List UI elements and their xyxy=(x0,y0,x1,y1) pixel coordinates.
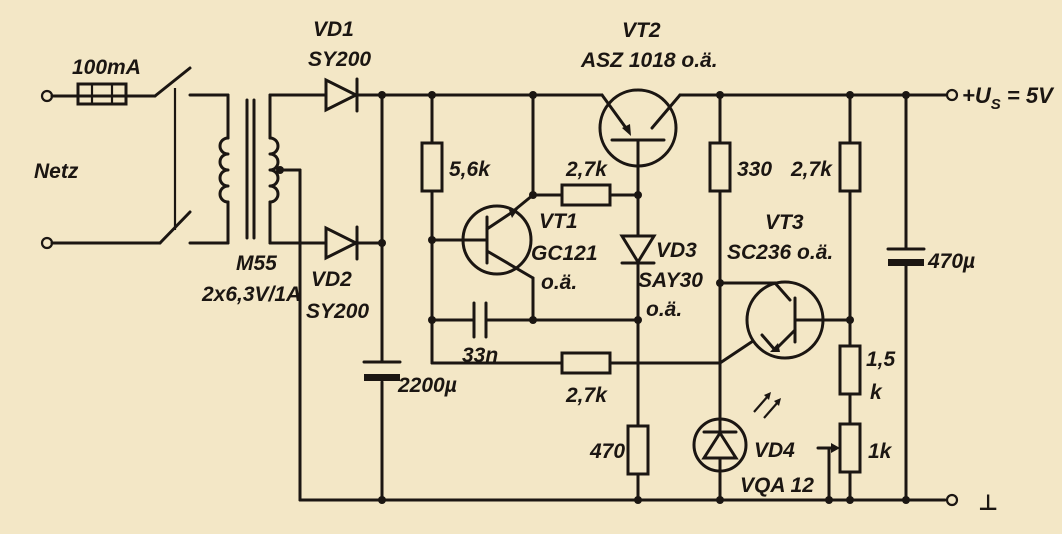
vd4-name: VD4 xyxy=(754,439,795,462)
r-1k5-body xyxy=(838,344,862,396)
output-terminal-positive xyxy=(945,88,959,102)
mains-switch xyxy=(153,66,192,245)
vd2-diode-body xyxy=(324,225,360,261)
r-470: 470 xyxy=(589,424,650,504)
output-voltage-label: +US = 5V xyxy=(962,83,1055,113)
pot-1k-body xyxy=(838,422,862,474)
vd1-type: SY200 xyxy=(308,48,371,71)
r-1k5-value-line1: 1,5 xyxy=(866,348,896,371)
c-output: 470µ xyxy=(886,91,975,504)
transformer-label-line1: M55 xyxy=(236,252,277,275)
r-470-value: 470 xyxy=(589,440,625,463)
fuse-body xyxy=(76,82,128,106)
r-330-value: 330 xyxy=(737,158,772,181)
vt2-name: VT2 xyxy=(622,19,661,42)
c-input: 2200µ xyxy=(362,360,457,397)
r-2k7-feedback-body xyxy=(560,351,612,375)
vt3: VT3 SC236 o.ä. xyxy=(718,211,852,360)
r-5k6-value: 5,6k xyxy=(449,158,491,181)
vd2-name: VD2 xyxy=(311,268,352,291)
c-input-negative-plate xyxy=(364,374,400,381)
vd1-diode-body xyxy=(324,77,360,113)
r-470-body xyxy=(626,424,650,476)
vd4: VD4 VQA 12 xyxy=(692,392,814,504)
ground-symbol: ⊥ xyxy=(978,490,998,515)
primary-winding xyxy=(218,136,230,204)
r-5k6-body xyxy=(420,141,444,193)
vd2-type: SY200 xyxy=(306,300,369,323)
fuse: 100mA xyxy=(72,56,157,106)
vd3-name: VD3 xyxy=(656,239,697,262)
r-1k5: 1,5 k xyxy=(838,344,896,426)
vt1-type: GC121 xyxy=(531,242,598,265)
vt1-suffix: o.ä. xyxy=(541,271,577,294)
vd2: VD2 SY200 xyxy=(268,225,384,323)
c-output-negative-plate xyxy=(888,259,924,266)
r-1k5-value-line2: k xyxy=(870,381,883,404)
transformer: M55 2x6,3V/1A xyxy=(188,93,302,502)
vd1: VD1 SY200 xyxy=(268,18,384,113)
secondary-winding xyxy=(268,136,280,204)
r-2k7-feedback-value: 2,7k xyxy=(565,384,608,407)
vt3-name: VT3 xyxy=(765,211,804,234)
pot-1k: 1k xyxy=(816,422,893,504)
r-2k7-base-value: 2,7k xyxy=(565,158,608,181)
r-5k6: 5,6k xyxy=(420,91,491,365)
vd3-diode-body xyxy=(619,234,657,265)
r-2k7-base-body xyxy=(560,183,612,207)
r-330-body xyxy=(708,141,732,193)
vt1: VT1 GC121 o.ä. xyxy=(430,91,598,324)
c-33n-value: 33n xyxy=(462,344,498,367)
r-2k7-feedback: 2,7k xyxy=(430,333,764,407)
vt3-type: SC236 o.ä. xyxy=(727,241,833,264)
c-input-value: 2200µ xyxy=(397,374,457,397)
mains-input: Netz xyxy=(34,89,162,250)
c-output-value: 470µ xyxy=(927,250,975,273)
output-terminal-ground xyxy=(945,493,959,507)
vt1-name: VT1 xyxy=(539,210,578,233)
output-terminals: +US = 5V ⊥ xyxy=(945,83,1055,515)
r-2k7-divider: 2,7k xyxy=(790,91,862,348)
mains-label: Netz xyxy=(34,160,79,183)
transformer-label-line2: 2x6,3V/1A xyxy=(201,283,301,306)
r-2k7-base: 2,7k xyxy=(531,158,642,207)
r-2k7-divider-value: 2,7k xyxy=(790,158,833,181)
pot-1k-value: 1k xyxy=(868,440,893,463)
r-2k7-divider-body xyxy=(838,141,862,193)
vd3: VD3 SAY30 o.ä. xyxy=(619,193,703,428)
supply-rails xyxy=(298,91,947,504)
vt2-type: ASZ 1018 o.ä. xyxy=(580,49,718,72)
fuse-label: 100mA xyxy=(72,56,141,79)
vd1-name: VD1 xyxy=(313,18,354,41)
vd3-type: SAY30 xyxy=(638,269,703,292)
vd4-type: VQA 12 xyxy=(740,474,814,497)
c-33n: 33n xyxy=(430,301,642,367)
vd3-suffix: o.ä. xyxy=(646,298,682,321)
r-330: 330 xyxy=(708,91,772,420)
